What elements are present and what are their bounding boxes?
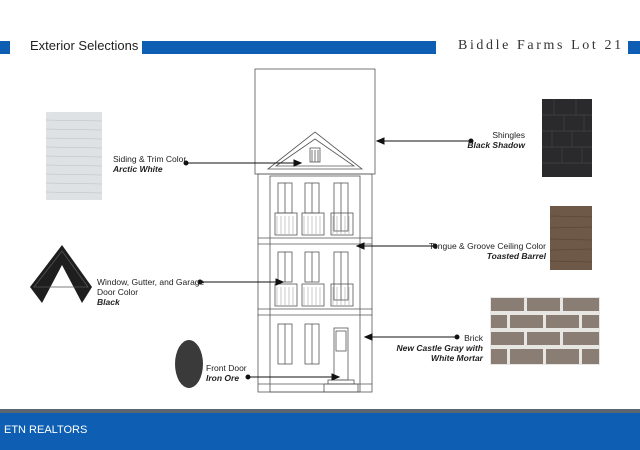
siding-label: Siding & Trim Color Arctic White bbox=[113, 154, 186, 174]
brick-label-value-line1: New Castle Gray with bbox=[396, 343, 483, 353]
trim-label-value: Black bbox=[97, 297, 120, 307]
shingles-label: Shingles Black Shadow bbox=[467, 130, 525, 150]
project-name: Biddle Farms Lot 21 bbox=[458, 38, 624, 53]
header-accent-right bbox=[628, 41, 640, 54]
trim-swatch bbox=[30, 245, 92, 303]
footer-bar bbox=[0, 413, 640, 450]
shingles-swatch bbox=[542, 99, 592, 177]
brick-swatch bbox=[490, 297, 600, 365]
ceiling-label: Tongue & Groove Ceiling Color Toasted Ba… bbox=[429, 241, 546, 261]
footer-stripe bbox=[0, 409, 640, 413]
brick-label-name: Brick bbox=[464, 333, 483, 343]
ceiling-swatch bbox=[550, 206, 592, 270]
header-accent-left bbox=[0, 41, 10, 54]
ceiling-label-value: Toasted Barrel bbox=[486, 251, 546, 261]
ceiling-label-name: Tongue & Groove Ceiling Color bbox=[428, 241, 546, 251]
siding-label-value: Arctic White bbox=[113, 164, 163, 174]
footer-brand: ETN REALTORS bbox=[4, 424, 88, 436]
siding-label-name: Siding & Trim Color bbox=[113, 154, 187, 164]
brick-label: Brick New Castle Gray with White Mortar bbox=[397, 333, 483, 363]
siding-swatch bbox=[46, 112, 102, 200]
front-door-label-value: Iron Ore bbox=[206, 373, 240, 383]
front-door-swatch bbox=[175, 340, 203, 388]
shingles-label-name: Shingles bbox=[492, 130, 525, 140]
brick-label-value-line2: White Mortar bbox=[431, 353, 483, 363]
trim-label-name-line2: Door Color bbox=[97, 287, 139, 297]
trim-label: Window, Gutter, and Garage Door Color Bl… bbox=[97, 277, 204, 307]
shingles-label-value: Black Shadow bbox=[467, 140, 525, 150]
front-door-label: Front Door Iron Ore bbox=[206, 363, 247, 383]
house-elevation-drawing bbox=[254, 68, 376, 393]
page-title: Exterior Selections bbox=[30, 38, 139, 53]
trim-label-name-line1: Window, Gutter, and Garage bbox=[97, 277, 205, 287]
header-accent-bar bbox=[142, 41, 436, 54]
front-door-label-name: Front Door bbox=[206, 363, 247, 373]
